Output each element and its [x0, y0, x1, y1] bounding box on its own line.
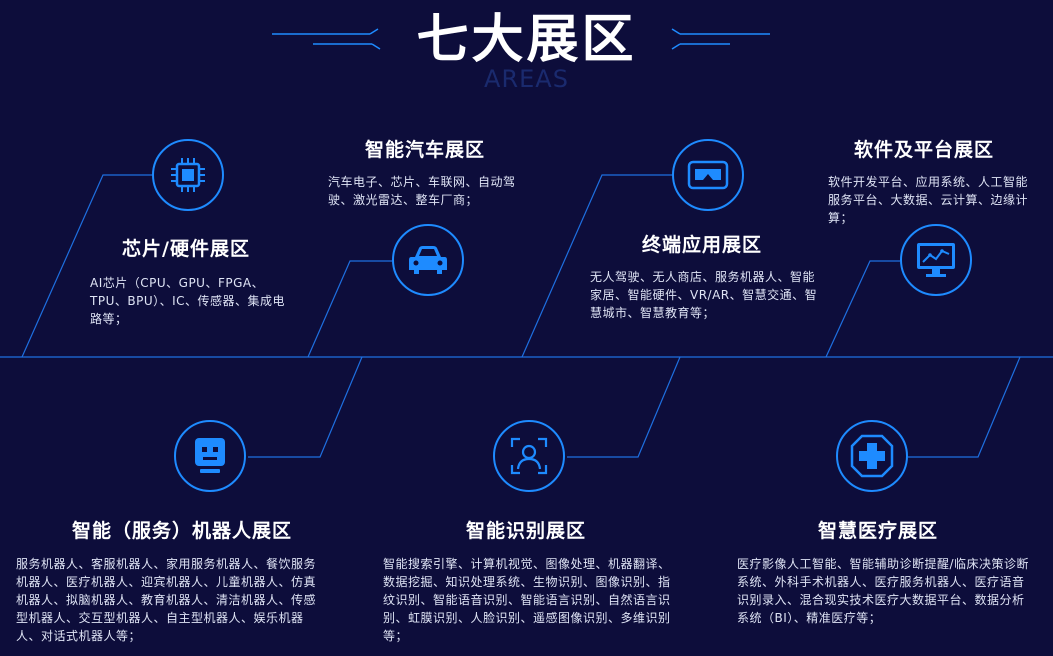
page-title: 七大展区 — [416, 10, 637, 70]
zone-title-robot: 智能（服务）机器人展区 — [72, 520, 293, 542]
zone-icon-robot — [174, 420, 246, 492]
zone-desc-chip: AI芯片（CPU、GPU、FPGA、TPU、BPU）、IC、传感器、集成电路等； — [90, 276, 286, 326]
zone-title-recognition: 智能识别展区 — [466, 520, 587, 542]
zone-icon-car — [392, 224, 464, 296]
zone-title-vr: 终端应用展区 — [642, 234, 763, 256]
monitor-chart-icon — [917, 243, 955, 277]
connector-software — [825, 260, 900, 358]
zone-title-chip: 芯片/硬件展区 — [122, 238, 250, 260]
zone-icon-software — [900, 224, 972, 296]
zone-icon-chip — [152, 139, 224, 211]
zone-desc-recognition: 智能搜索引擎、计算机视觉、图像处理、机器翻译、数据挖掘、知识处理系统、生物识别、… — [383, 557, 671, 643]
zone-desc-vr: 无人驾驶、无人商店、服务机器人、智能家居、智能硬件、VR/AR、智慧交通、智慧城… — [590, 270, 818, 320]
robot-icon — [195, 438, 225, 473]
connector-medical — [908, 356, 1021, 458]
title-deco-line — [369, 28, 379, 35]
zone-title-car: 智能汽车展区 — [365, 139, 486, 161]
car-icon — [409, 246, 447, 274]
title-deco-line — [671, 28, 681, 35]
vr-headset-icon — [687, 160, 729, 190]
title-deco-line — [371, 43, 381, 50]
zone-icon-medical — [836, 420, 908, 492]
zone-icon-recognition — [493, 420, 565, 492]
zone-icon-vr — [672, 139, 744, 211]
connector-chip — [21, 174, 152, 358]
connector-vr — [521, 174, 672, 358]
zone-title-software: 软件及平台展区 — [854, 139, 995, 161]
connector-recognition — [567, 356, 681, 458]
face-recognition-icon — [510, 437, 548, 475]
page-subtitle: AREAS — [484, 65, 569, 93]
zone-desc-software: 软件开发平台、应用系统、人工智能服务平台、大数据、云计算、边缘计算； — [828, 175, 1029, 225]
medical-cross-icon — [850, 434, 894, 478]
zone-desc-medical: 医疗影像人工智能、智能辅助诊断提醒/临床决策诊断系统、外科手术机器人、医疗服务机… — [737, 557, 1030, 625]
chip-icon — [171, 158, 205, 192]
connector-car — [307, 260, 392, 358]
zone-desc-robot: 服务机器人、客服机器人、家用服务机器人、餐饮服务机器人、医疗机器人、迎宾机器人、… — [16, 557, 317, 643]
connector-robot — [248, 356, 363, 458]
title-deco-line — [671, 43, 681, 50]
zone-title-medical: 智慧医疗展区 — [818, 520, 939, 542]
zone-desc-car: 汽车电子、芯片、车联网、自动驾驶、激光雷达、整车厂商； — [328, 175, 516, 207]
